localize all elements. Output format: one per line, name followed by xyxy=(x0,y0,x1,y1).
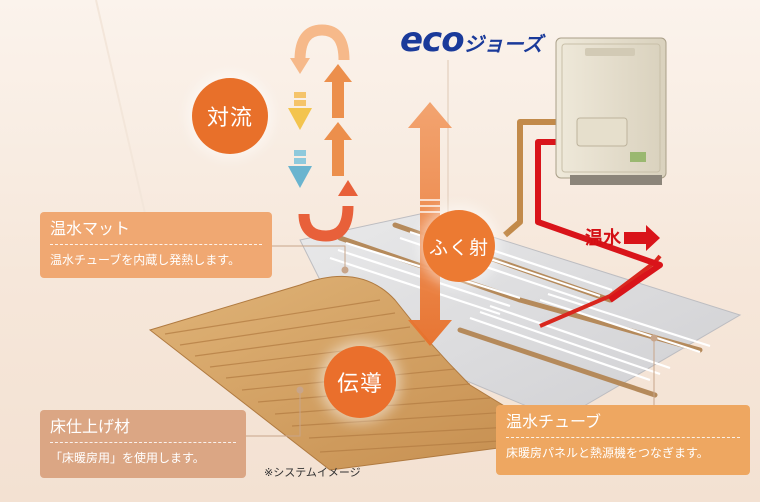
radiation-label: ふく射 xyxy=(423,210,495,282)
callout-tube-title: 温水チューブ xyxy=(506,405,740,438)
logo-jyozu-text: ジョーズ xyxy=(463,32,543,56)
return-pipe xyxy=(503,119,560,238)
callout-hot-water-mat: 温水マット 温水チューブを内蔵し発熱します。 xyxy=(40,212,272,278)
callout-hot-water-tube: 温水チューブ 床暖房パネルと熱源機をつなぎます。 xyxy=(496,405,750,475)
eco-jyozu-logo: ecoジョーズ xyxy=(400,20,543,60)
callout-tube-desc: 床暖房パネルと熱源機をつなぎます。 xyxy=(506,446,709,460)
system-image-note: ※システムイメージ xyxy=(264,466,361,479)
callout-floor-desc: 「床暖房用」を使用します。 xyxy=(50,451,205,465)
convection-arrows xyxy=(288,24,358,242)
hot-tube-in-mat xyxy=(539,254,662,328)
logo-eco-text: eco xyxy=(400,20,465,60)
water-heater-unit xyxy=(555,37,667,185)
radiation-text: ふく射 xyxy=(428,236,489,259)
callout-mat-title: 温水マット xyxy=(50,212,262,245)
callout-floor-title: 床仕上げ材 xyxy=(50,410,236,443)
conduction-label: 伝導 xyxy=(324,346,396,418)
callout-leaders xyxy=(246,245,658,437)
hot-water-flow-arrow xyxy=(624,225,660,251)
convection-label: 対流 xyxy=(192,78,268,154)
hot-water-label: 温水 xyxy=(585,228,621,249)
conduction-text: 伝導 xyxy=(336,372,383,397)
convection-text: 対流 xyxy=(206,106,253,131)
hot-water-pipe xyxy=(535,139,663,303)
callout-floor-finish: 床仕上げ材 「床暖房用」を使用します。 xyxy=(40,410,246,478)
callout-mat-desc: 温水チューブを内蔵し発熱します。 xyxy=(50,253,241,267)
